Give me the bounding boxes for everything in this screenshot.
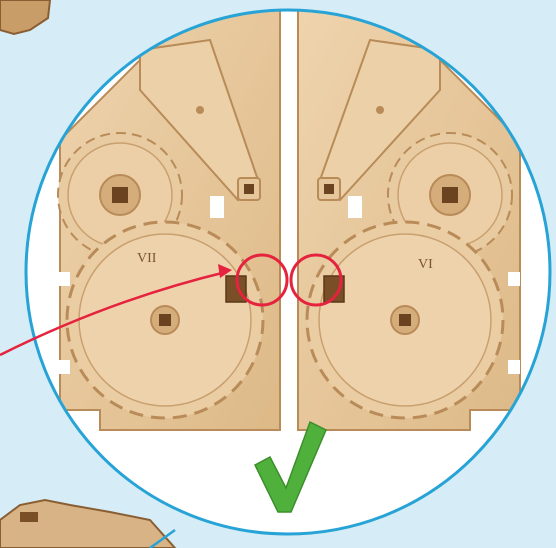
left-panel: VII xyxy=(58,0,280,430)
left-gear-numeral: VII xyxy=(137,251,157,266)
corner-gear-bottom-left xyxy=(0,500,175,548)
right-panel: VI xyxy=(298,0,520,430)
right-gear-numeral: VI xyxy=(418,257,433,272)
corner-gear-top-left xyxy=(0,0,50,34)
right-large-gear: VI xyxy=(307,222,503,418)
left-large-gear: VII xyxy=(67,222,263,418)
